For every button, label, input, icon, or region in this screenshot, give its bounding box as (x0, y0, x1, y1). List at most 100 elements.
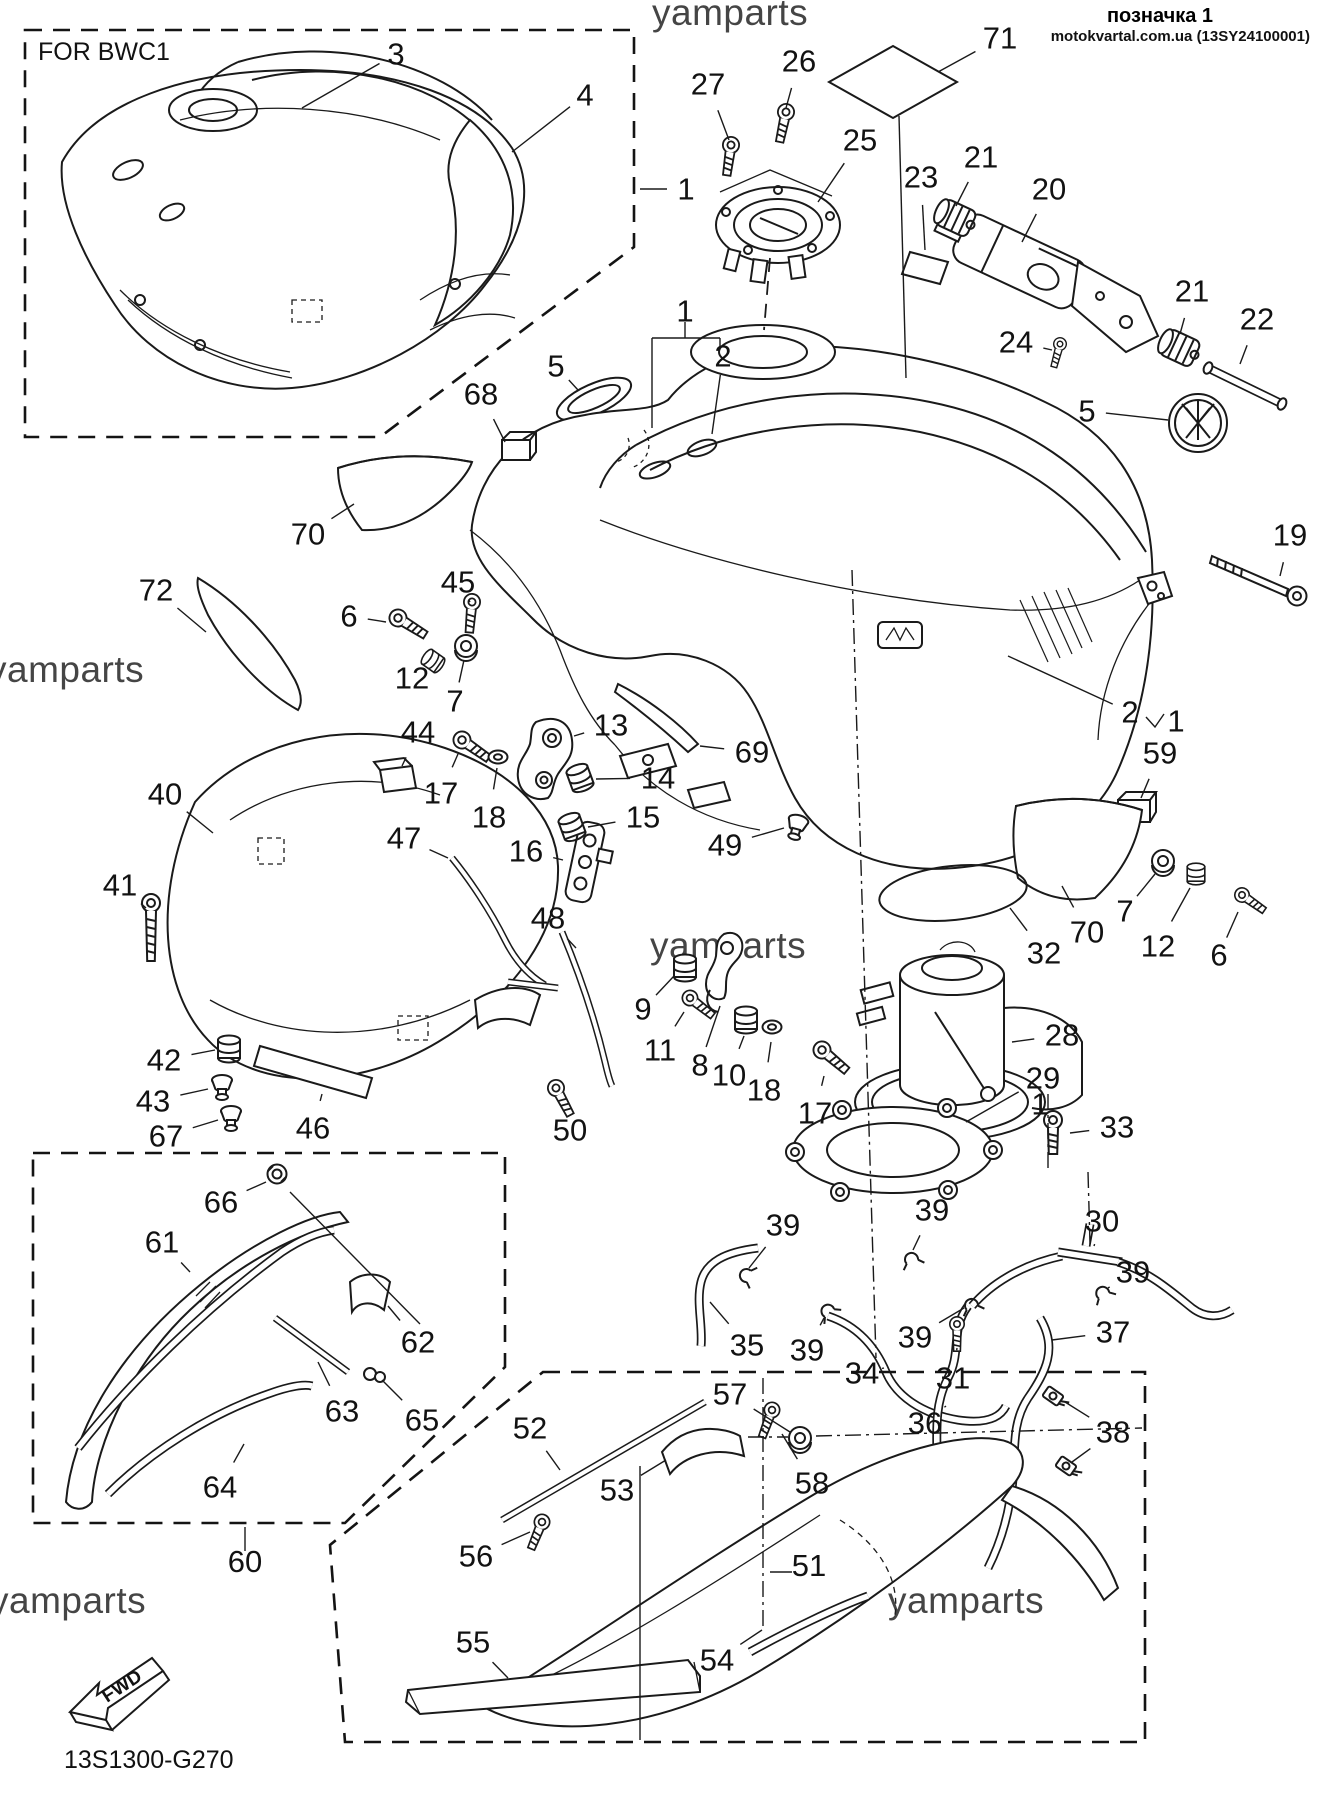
leader-line (180, 1088, 209, 1096)
part-label-16: 16 (509, 834, 543, 869)
grommet-7-right (1151, 849, 1175, 877)
part-label-18: 18 (472, 800, 506, 835)
plug-67 (220, 1105, 242, 1132)
leader-line (1107, 1286, 1111, 1289)
leader-line (921, 204, 926, 251)
part-label-48: 48 (531, 901, 565, 936)
part-label-12: 12 (1141, 929, 1175, 964)
header-mark: позначка 1 (1107, 5, 1213, 27)
part-label-21: 21 (1175, 274, 1209, 309)
leader-line (559, 1103, 562, 1107)
part-label-32: 32 (1027, 936, 1061, 971)
bolt-17-right (809, 1037, 854, 1079)
leader-line (709, 1301, 730, 1325)
part-label-35: 35 (730, 1328, 764, 1363)
construction-line (1087, 1171, 1091, 1245)
leader-line (511, 106, 571, 153)
part-label-66: 66 (204, 1185, 238, 1220)
sticker-71 (826, 44, 960, 120)
part-label-31: 31 (936, 1361, 970, 1396)
leader-line (367, 618, 387, 623)
part-label-39: 39 (790, 1333, 824, 1368)
part-label-50: 50 (553, 1113, 587, 1148)
part-label-19: 19 (1273, 518, 1307, 553)
part-label-49: 49 (708, 828, 742, 863)
construction-line (289, 1191, 421, 1325)
watermark-text: yamparts (888, 1580, 1044, 1621)
construction-line (898, 115, 907, 379)
leader-line (738, 1035, 745, 1050)
nut-66 (266, 1163, 288, 1185)
leader-line (140, 903, 147, 909)
part-label-14: 14 (641, 761, 675, 796)
fwd-arrow: FWD (68, 1656, 171, 1732)
leader-line (317, 1361, 331, 1387)
screw-58 (754, 1399, 783, 1441)
part-label-72: 72 (139, 573, 173, 608)
washer-18-right (761, 1019, 783, 1035)
part-label-5: 5 (547, 349, 564, 384)
leader-line (1136, 873, 1156, 897)
construction-lines (244, 115, 1165, 1740)
leader-line (331, 503, 355, 520)
part-label-41: 41 (103, 868, 137, 903)
leader-line (246, 1181, 267, 1192)
part-label-45: 45 (441, 565, 475, 600)
part-label-21: 21 (964, 140, 998, 175)
clamp-38-a (1041, 1384, 1072, 1412)
leader-line (820, 1075, 825, 1086)
leader-line (587, 821, 616, 828)
bolt-41 (141, 893, 161, 962)
leader-line (937, 50, 976, 73)
block-68 (501, 431, 538, 461)
leader-line (711, 374, 722, 435)
part-label-39: 39 (898, 1320, 932, 1355)
part-label-34: 34 (845, 1356, 879, 1391)
bwc1-box (23, 28, 636, 439)
part-label-2: 2 (1121, 695, 1138, 730)
nut-57 (788, 1426, 812, 1454)
part-label-1: 1 (1031, 1087, 1048, 1122)
part-label-30: 30 (1085, 1204, 1119, 1239)
part-label-33: 33 (1100, 1110, 1134, 1145)
part-label-67: 67 (149, 1119, 183, 1154)
part-label-12: 12 (395, 661, 429, 696)
part-label-1: 1 (677, 172, 694, 207)
part-label-28: 28 (1045, 1018, 1079, 1053)
part-label-3: 3 (387, 37, 404, 72)
part-label-56: 56 (459, 1539, 493, 1574)
leader-line (301, 62, 380, 109)
construction-line (763, 257, 771, 331)
cover-group-51 (328, 1370, 1147, 1744)
trim-62 (348, 1273, 392, 1316)
part-label-2: 2 (714, 339, 731, 374)
part-label-70: 70 (1070, 915, 1104, 950)
leader-line (1226, 911, 1239, 938)
leader-line (1064, 1401, 1090, 1418)
plug-43 (211, 1074, 233, 1101)
leader-line (492, 1661, 509, 1679)
part-label-63: 63 (325, 1394, 359, 1429)
pad-70-right (1012, 797, 1144, 901)
leader-line (553, 856, 564, 861)
watermark-layer: yampartsyampartsyampartsyampartsyamparts… (0, 0, 1086, 1621)
part-label-39: 39 (1116, 1255, 1150, 1290)
part-label-1: 1 (676, 294, 693, 329)
pad-70-left (336, 455, 474, 532)
leader-line (429, 848, 449, 859)
leader-line (699, 745, 725, 750)
leader-line (468, 599, 471, 603)
part-label-65: 65 (405, 1403, 439, 1438)
leader-line (176, 607, 207, 633)
leader-line (573, 732, 585, 737)
leader-line (387, 1305, 401, 1321)
leader-line (192, 1119, 219, 1129)
part-label-54: 54 (700, 1643, 734, 1678)
leader-line (767, 1041, 772, 1063)
watermark-text: yamparts (652, 0, 808, 33)
part-label-15: 15 (626, 800, 660, 835)
fuel-cap-assembly-art (715, 101, 841, 284)
part-label-7: 7 (446, 684, 463, 719)
leader-line (595, 777, 631, 780)
